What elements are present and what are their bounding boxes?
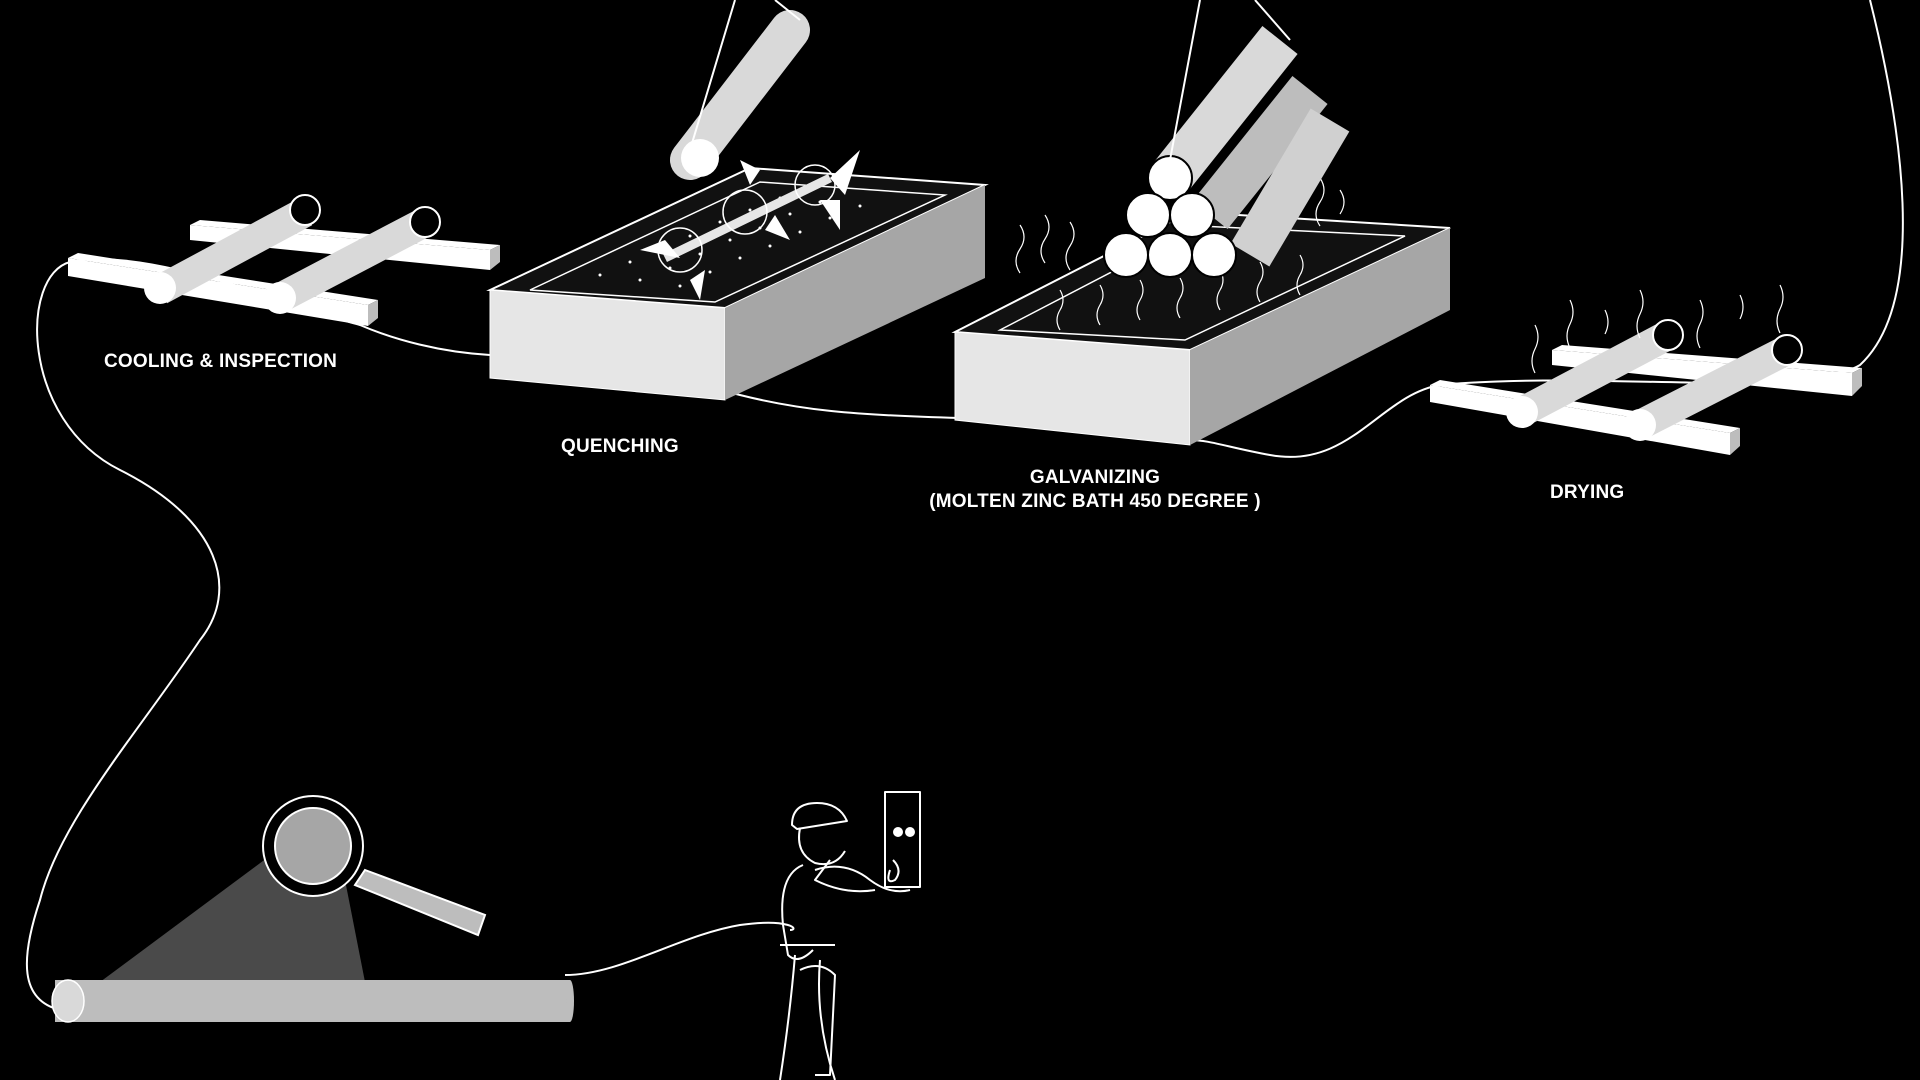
- magnifying-glass-icon: [262, 795, 487, 937]
- galvanizing-tank: [951, 0, 1451, 446]
- drying-rack: [1430, 284, 1862, 455]
- flow-line-segment: [564, 921, 795, 976]
- label-drying: DRYING: [1550, 482, 1625, 503]
- cooling-rack: [68, 194, 500, 326]
- label-galvanizing: GALVANIZING (MOLTEN ZINC BATH 450 DEGREE…: [915, 466, 1275, 514]
- label-cooling-inspection: COOLING & INSPECTION: [104, 351, 338, 372]
- quenching-tank: [486, 0, 989, 401]
- label-galvanizing-title: GALVANIZING: [1029, 467, 1161, 488]
- worker-with-clipboard-icon: [779, 791, 921, 1080]
- label-galvanizing-subtitle: (MOLTEN ZINC BATH 450 DEGREE ): [929, 491, 1261, 512]
- label-quenching: QUENCHING: [561, 436, 679, 457]
